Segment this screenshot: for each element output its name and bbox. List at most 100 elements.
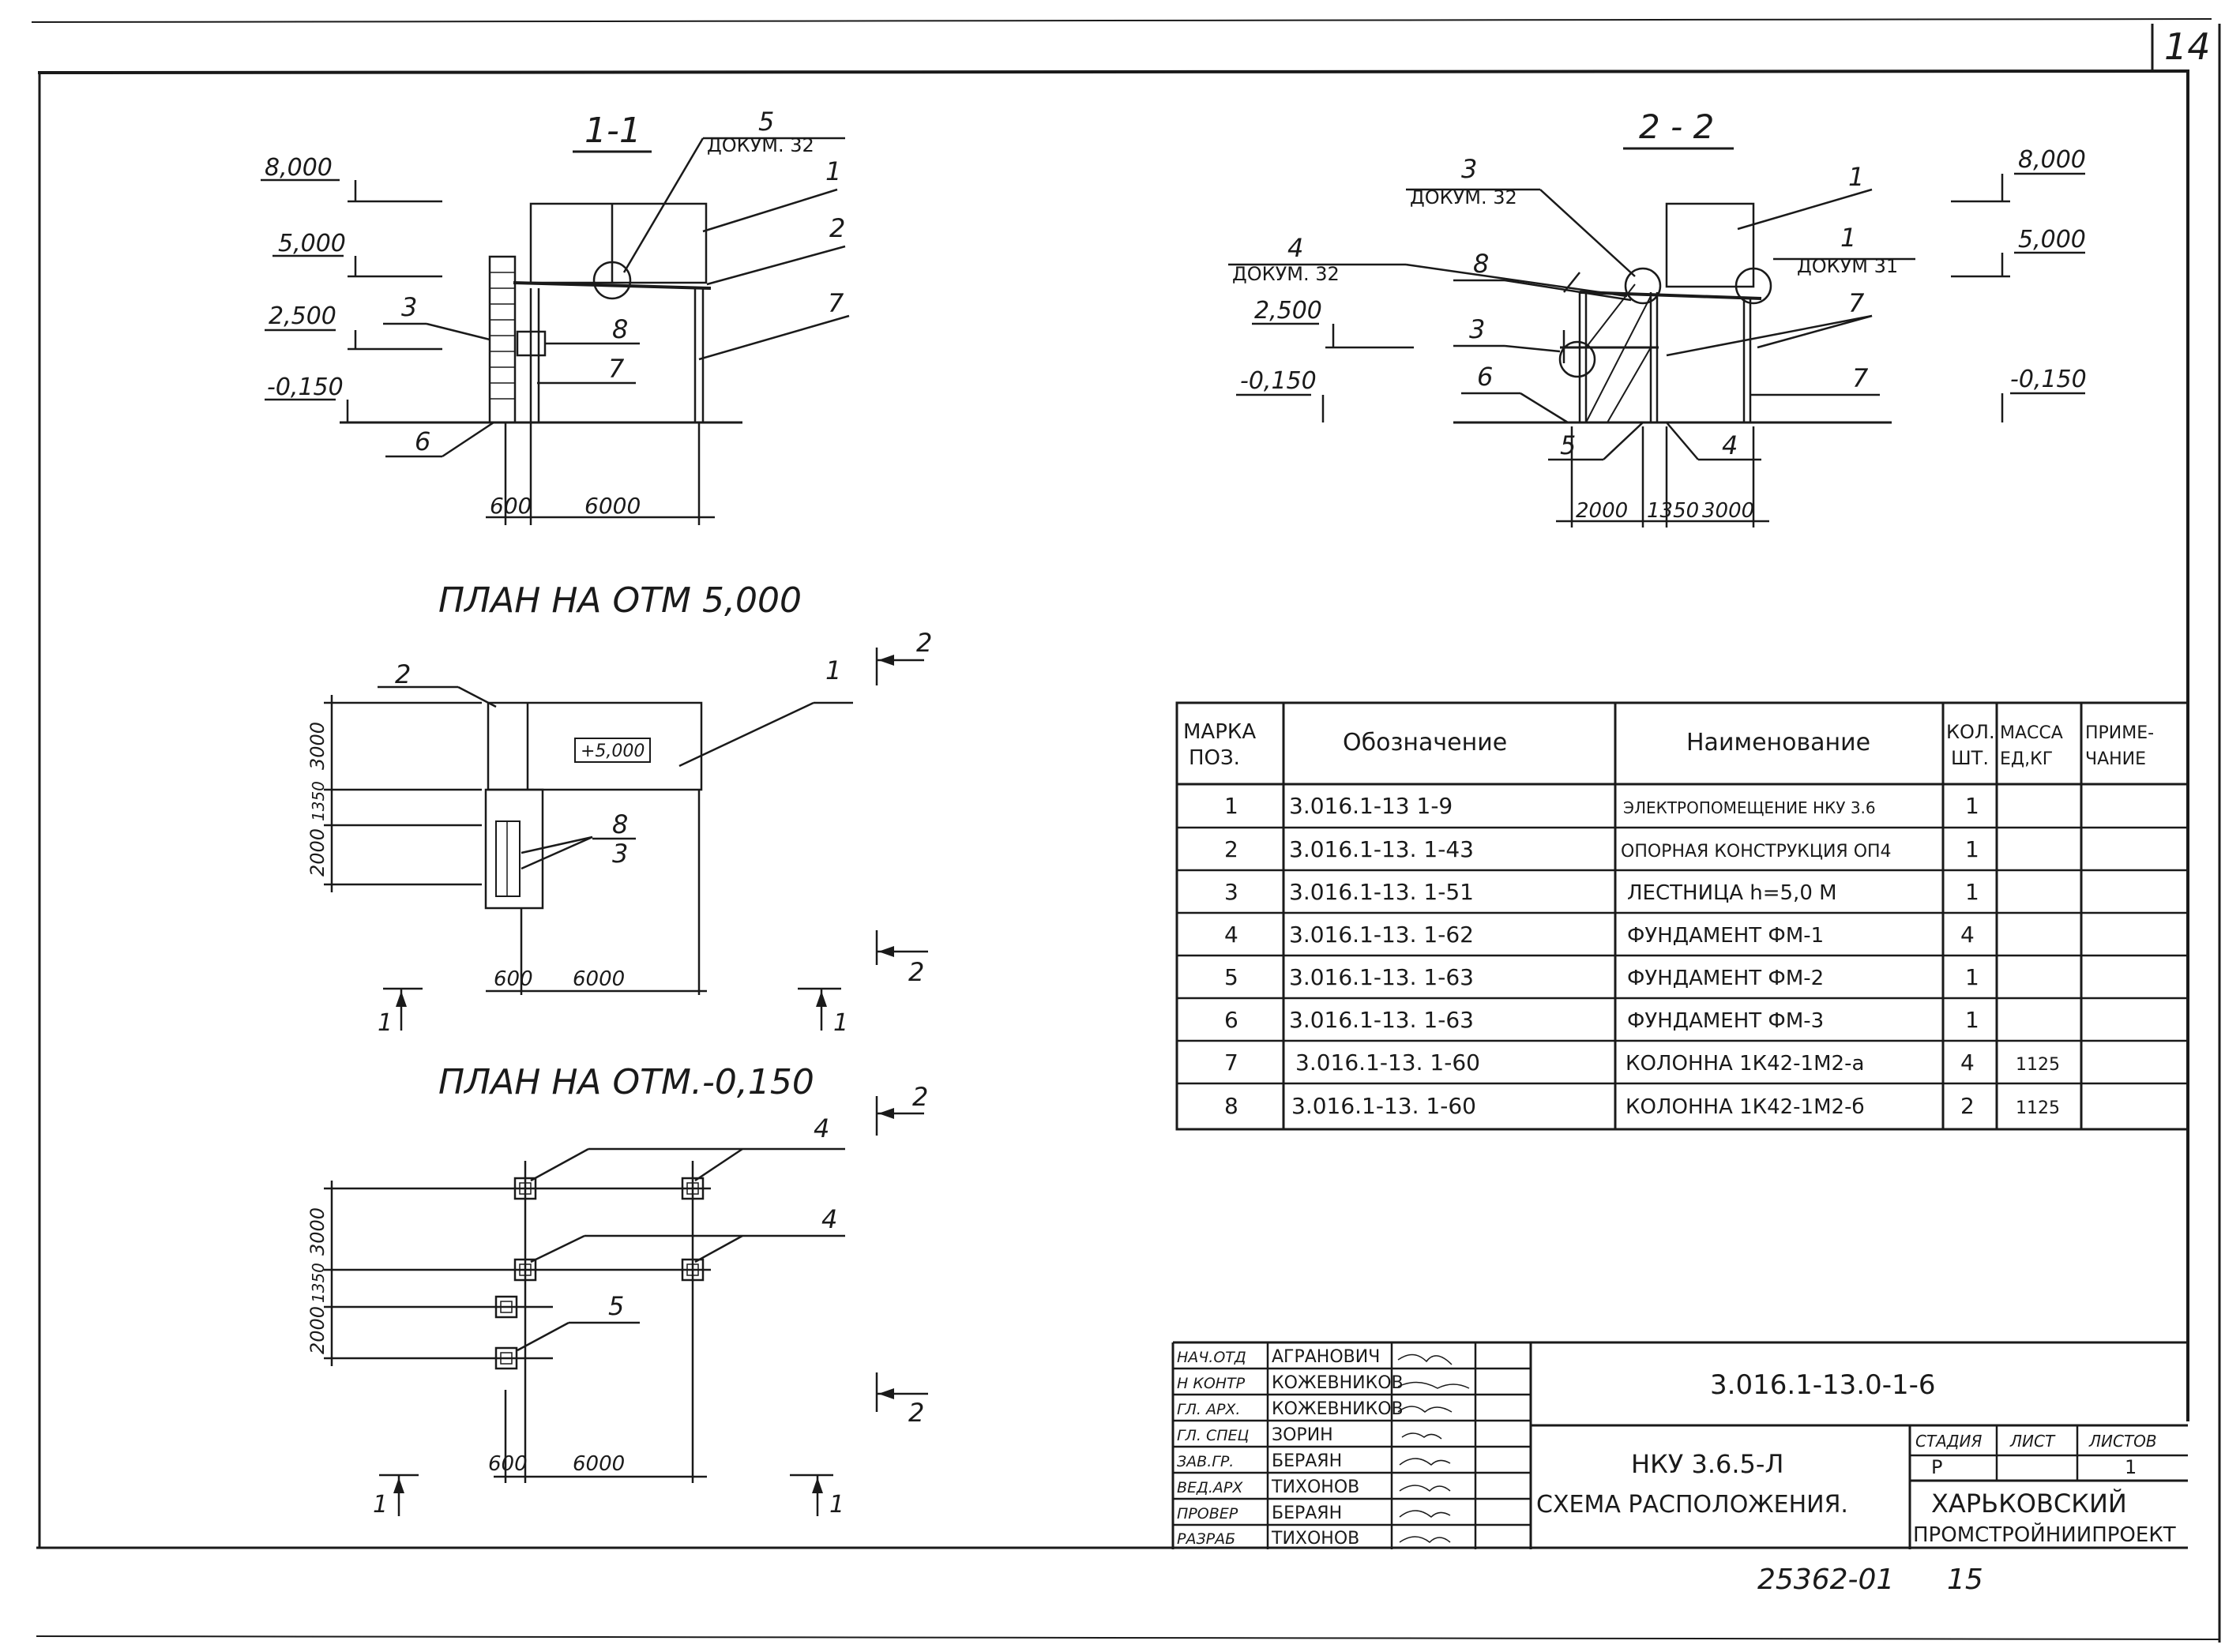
svg-text:КОЛОННА 1К42-1М2-а: КОЛОННА 1К42-1М2-а: [1626, 1052, 1864, 1076]
svg-text:4: 4: [1960, 922, 1975, 948]
dim-3000: 3000: [1702, 499, 1754, 523]
svg-text:3.016.1-13. 1-51: 3.016.1-13. 1-51: [1289, 879, 1474, 905]
svg-text:3.016.1-13. 1-60: 3.016.1-13. 1-60: [1295, 1049, 1480, 1076]
svg-text:1125: 1125: [2016, 1055, 2060, 1075]
header-mass: МАССА: [2000, 723, 2063, 743]
header-qty2: ШТ.: [1951, 747, 1989, 769]
cut-label-2: 2: [908, 1398, 924, 1428]
svg-text:ФУНДАМЕНТ ФМ-1: ФУНДАМЕНТ ФМ-1: [1627, 924, 1824, 948]
svg-text:КОЖЕВНИКОВ: КОЖЕВНИКОВ: [1272, 1399, 1404, 1419]
callout-4-doc: ДОКУМ. 32: [1232, 263, 1340, 285]
mark-7: 7: [608, 354, 625, 384]
mark-8: 8: [1473, 249, 1489, 279]
mark-8: 8: [612, 809, 628, 839]
svg-text:ГЛ. АРХ.: ГЛ. АРХ.: [1177, 1401, 1240, 1418]
cut-label-1: 1: [373, 1491, 388, 1519]
header-mark: МАРКА: [1183, 720, 1256, 744]
dim-600: 600: [488, 1452, 528, 1476]
svg-text:ФУНДАМЕНТ ФМ-3: ФУНДАМЕНТ ФМ-3: [1627, 1009, 1824, 1033]
svg-text:7: 7: [1224, 1049, 1238, 1076]
signature-row: ГЛ. СПЕЦ ЗОРИН: [1177, 1425, 1442, 1445]
header-note: ПРИМЕ-: [2085, 723, 2154, 743]
level-label: -0,150: [267, 374, 344, 401]
header-designation: Обозначение: [1343, 729, 1507, 757]
mark-7: 7: [1848, 288, 1865, 318]
svg-text:ЗАВ.ГР.: ЗАВ.ГР.: [1177, 1453, 1234, 1470]
dim-6000: 6000: [573, 967, 625, 991]
product-code: НКУ 3.6.5-Л: [1631, 1449, 1783, 1479]
title-block: НАЧ.ОТД АГРАНОВИЧ Н КОНТР КОЖЕВНИКОВ ГЛ.…: [1171, 1341, 2188, 1549]
mark-4: 4: [814, 1113, 829, 1143]
mark-6: 6: [415, 426, 430, 456]
cut-label-2: 2: [912, 1082, 928, 1112]
svg-text:АГРАНОВИЧ: АГРАНОВИЧ: [1272, 1347, 1380, 1367]
level-label: 5,000: [2018, 226, 2086, 253]
signature-row: ВЕД.АРХ ТИХОНОВ: [1177, 1477, 1451, 1497]
svg-text:3.016.1-13. 1-43: 3.016.1-13. 1-43: [1289, 836, 1474, 862]
svg-text:2: 2: [1224, 836, 1238, 862]
mark-7: 7: [1852, 363, 1869, 393]
level-label: 8,000: [2018, 146, 2086, 174]
mark-6: 6: [1477, 362, 1493, 392]
svg-text:1: 1: [1965, 964, 1979, 990]
dim-600: 600: [490, 493, 532, 519]
cut-label-1: 1: [833, 1009, 848, 1037]
foundation-fm2-fm3: [494, 1295, 518, 1370]
plan-5000-title: ПЛАН НА ОТМ 5,000: [438, 580, 802, 621]
stage-label: СТАДИЯ: [1915, 1432, 1982, 1451]
organization-line-1: ХАРЬКОВСКИЙ: [1931, 1489, 2127, 1519]
table-row: 2 3.016.1-13. 1-43 ОПОРНАЯ КОНСТРУКЦИЯ О…: [1224, 836, 1979, 862]
svg-text:НАЧ.ОТД: НАЧ.ОТД: [1177, 1349, 1246, 1366]
svg-text:1: 1: [1965, 836, 1979, 862]
callout-3: 3: [1461, 154, 1477, 184]
stage-value: Р: [1931, 1456, 1942, 1478]
organization-line-2: ПРОМСТРОЙНИИПРОЕКТ: [1913, 1522, 2176, 1547]
signature-row: РАЗРАБ ТИХОНОВ: [1177, 1529, 1451, 1549]
cut-label-1: 1: [378, 1009, 393, 1037]
svg-text:Н КОНТР: Н КОНТР: [1177, 1375, 1246, 1392]
svg-text:1: 1: [1965, 1007, 1979, 1033]
svg-text:3.016.1-13. 1-63: 3.016.1-13. 1-63: [1289, 964, 1474, 990]
svg-text:4: 4: [1960, 1049, 1975, 1076]
svg-text:ВЕД.АРХ: ВЕД.АРХ: [1177, 1479, 1243, 1496]
table-row: 4 3.016.1-13. 1-62 ФУНДАМЕНТ ФМ-1 4: [1224, 922, 1975, 948]
sheet-value: 1: [2125, 1456, 2137, 1478]
header-name: Наименование: [1686, 729, 1870, 757]
svg-text:ОПОРНАЯ КОНСТРУКЦИЯ ОП4: ОПОРНАЯ КОНСТРУКЦИЯ ОП4: [1621, 842, 1892, 862]
header-mass2: ЕД,КГ: [2000, 749, 2053, 769]
level-label: 5,000: [278, 230, 346, 257]
mark-4: 4: [821, 1204, 837, 1234]
section-2-2: 2 - 2 2,500 -0,150 8,000 5,000 -0,150: [1228, 107, 2087, 528]
cut-label-2: 2: [908, 957, 924, 987]
svg-text:3.016.1-13. 1-60: 3.016.1-13. 1-60: [1291, 1093, 1476, 1119]
plan-m0150: ПЛАН НА ОТМ.-0,150 4 4 5 3000 1350: [306, 1062, 928, 1519]
dim-6000: 6000: [584, 493, 641, 519]
sheet-name: СХЕМА РАСПОЛОЖЕНИЯ.: [1536, 1491, 1848, 1519]
header-note2: ЧАНИЕ: [2085, 749, 2146, 769]
table-row: 7 3.016.1-13. 1-60 КОЛОННА 1К42-1М2-а 4 …: [1224, 1049, 2060, 1076]
dim-vert: 2000: [306, 828, 329, 877]
plan-5000: ПЛАН НА ОТМ 5,000 +5,000 2 1 8 3 3000 13…: [306, 580, 932, 1037]
dim-600: 600: [494, 967, 533, 991]
corner-sheet-number: 14: [2164, 25, 2211, 68]
svg-text:ЭЛЕКТРОПОМЕЩЕНИЕ НКУ 3.6: ЭЛЕКТРОПОМЕЩЕНИЕ НКУ 3.6: [1623, 798, 1876, 817]
svg-text:2: 2: [1960, 1093, 1975, 1119]
table-row: 6 3.016.1-13. 1-63 ФУНДАМЕНТ ФМ-3 1: [1224, 1007, 1979, 1033]
callout-4: 4: [1287, 233, 1303, 263]
cut-label-2: 2: [916, 628, 932, 658]
dim-vert: 3000: [306, 1207, 329, 1256]
mark-5: 5: [1560, 430, 1576, 460]
svg-text:1125: 1125: [2016, 1098, 2060, 1118]
svg-text:ТИХОНОВ: ТИХОНОВ: [1271, 1477, 1359, 1497]
svg-text:ТИХОНОВ: ТИХОНОВ: [1271, 1529, 1359, 1549]
svg-text:5: 5: [1224, 964, 1238, 990]
mark-1: 1: [825, 156, 841, 186]
header-qty: КОЛ.: [1946, 721, 1995, 743]
section-2-2-title: 2 - 2: [1639, 107, 1714, 146]
svg-text:БЕРАЯН: БЕРАЯН: [1272, 1504, 1342, 1523]
level-label: 2,500: [269, 302, 336, 330]
dim-6000: 6000: [573, 1452, 625, 1476]
mark-1: 1: [825, 655, 841, 685]
level-box-5000: +5,000: [581, 742, 645, 761]
